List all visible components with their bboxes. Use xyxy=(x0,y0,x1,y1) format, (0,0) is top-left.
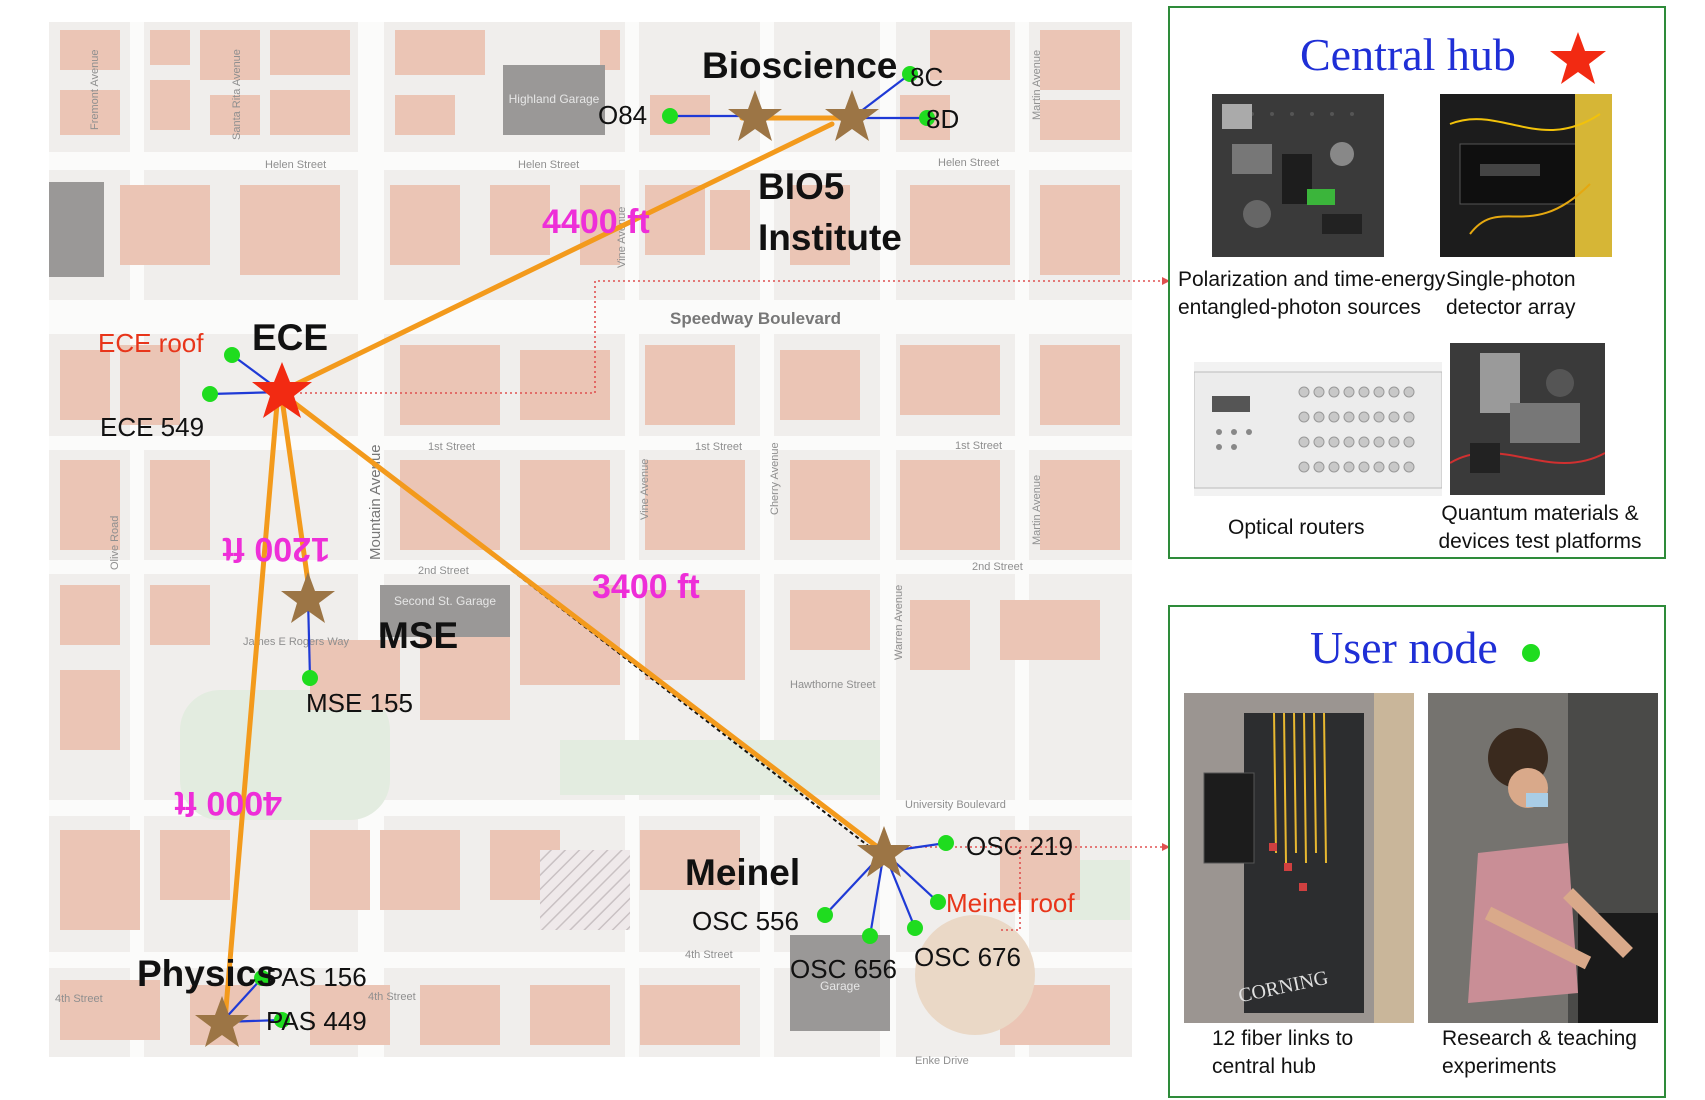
hatched-area xyxy=(540,850,630,930)
street-label: Helen Street xyxy=(938,157,999,169)
buildings xyxy=(60,30,1120,1045)
node-label-pas-156: PAS 156 xyxy=(266,962,367,992)
hub-label-ece: ECE xyxy=(252,317,328,358)
user-node-dot-icon xyxy=(1522,644,1540,662)
central-hub-panel: Central hub Polarization and time-energy… xyxy=(1168,6,1666,559)
street-label: Santa Rita Avenue xyxy=(231,49,243,140)
distance-label-3400: 3400 ft xyxy=(592,568,700,606)
bioscience-star-icon xyxy=(728,90,782,141)
caption-test-platform: Quantum materials & devices test platfor… xyxy=(1438,502,1642,553)
caption-fiber-links: 12 fiber links to central hub xyxy=(1212,1027,1354,1078)
node-label-mse-155: MSE 155 xyxy=(306,688,413,718)
node-label-osc-556: OSC 556 xyxy=(692,906,799,936)
hub-star-icon xyxy=(1550,32,1606,84)
physics-star-icon xyxy=(195,996,249,1047)
garage-label: Highland Garage xyxy=(509,92,600,106)
caption-detector-array: Single-photon detector array xyxy=(1446,268,1576,319)
node-label-o84: O84 xyxy=(598,100,647,130)
hub-label-meinel: Meinel xyxy=(685,852,800,893)
node-label-ece-roof: ECE roof xyxy=(98,328,204,358)
site-stars xyxy=(195,90,911,1047)
node-label-ece-549: ECE 549 xyxy=(100,412,204,442)
photo-fiber-cabinet: CORNING xyxy=(1184,693,1414,1023)
street-label: James E Rogers Way xyxy=(243,636,349,648)
leader-arrow xyxy=(1162,277,1170,285)
photo-entangled-sources xyxy=(1212,94,1384,257)
mse-star-icon xyxy=(281,572,335,623)
distance-label-4400: 4400 ft xyxy=(542,203,650,241)
hub-label-bioscience: Bioscience xyxy=(702,45,897,86)
distance-label-4000: 4000 ft xyxy=(174,784,282,822)
direct-link xyxy=(284,394,881,856)
node-label-osc-676: OSC 676 xyxy=(914,942,1021,972)
street-label: Helen Street xyxy=(265,159,326,171)
user-node-title: User node xyxy=(1310,622,1498,673)
street-label: 2nd Street xyxy=(418,565,469,577)
street-label: Warren Avenue xyxy=(893,585,905,660)
node-label-8d: 8D xyxy=(926,104,959,134)
caption-optical-routers: Optical routers xyxy=(1228,516,1365,539)
street-label: 4th Street xyxy=(55,993,103,1005)
street-label: Cherry Avenue xyxy=(769,442,781,515)
street-label: Mountain Avenue xyxy=(367,444,384,560)
street-label: University Boulevard xyxy=(905,799,1006,811)
street-label: Hawthorne Street xyxy=(790,679,876,691)
street-label: Martin Avenue xyxy=(1031,50,1043,120)
garage-label: Garage xyxy=(820,979,860,993)
street-label: 1st Street xyxy=(955,440,1002,452)
user-node-panel: User node CORNING 12 xyxy=(1168,605,1666,1098)
photo-test-platform xyxy=(1450,343,1605,495)
node-label-pas-449: PAS 449 xyxy=(266,1006,367,1036)
photo-optical-routers xyxy=(1194,362,1442,496)
node-label-osc-656: OSC 656 xyxy=(790,954,897,984)
bio5-star-icon xyxy=(825,90,879,141)
node-label-meinel-roof: Meinel roof xyxy=(946,888,1075,918)
panel-leaders xyxy=(285,280,1162,931)
hub-label-bio5: BIO5 Institute xyxy=(758,166,902,258)
central-hub-star-icon xyxy=(252,362,312,418)
street-label: 4th Street xyxy=(685,949,733,961)
street-label: Helen Street xyxy=(518,159,579,171)
photo-researcher xyxy=(1428,693,1658,1023)
stadium xyxy=(915,915,1035,1035)
central-hub-title: Central hub xyxy=(1300,29,1516,80)
street-label: Martin Avenue xyxy=(1031,475,1043,545)
hub-label-bio5-line1: BIO5 xyxy=(758,166,844,207)
node-label-osc-219: OSC 219 xyxy=(966,831,1073,861)
leader-arrow xyxy=(1162,843,1170,851)
photo-detector-array xyxy=(1440,94,1612,257)
street-label: 1st Street xyxy=(428,441,475,453)
garage-label: Second St. Garage xyxy=(394,594,496,608)
hub-label-physics: Physics xyxy=(137,953,277,994)
street-label: Fremont Avenue xyxy=(89,49,101,130)
street-label: 1st Street xyxy=(695,441,742,453)
street-label: Enke Drive xyxy=(915,1055,969,1067)
caption-research: Research & teaching experiments xyxy=(1442,1027,1637,1078)
street-label: 2nd Street xyxy=(972,561,1023,573)
distance-label-1200: 1200 ft xyxy=(222,530,330,568)
caption-entangled-sources: Polarization and time-energy entangled-p… xyxy=(1178,268,1446,319)
street-label: Olive Road xyxy=(109,516,121,570)
garages xyxy=(49,65,890,1031)
street-label: 4th Street xyxy=(368,991,416,1003)
user-nodes xyxy=(202,66,954,1028)
street-label: Vine Avenue xyxy=(639,459,651,520)
meinel-star-icon xyxy=(857,826,911,877)
hub-label-bio5-line2: Institute xyxy=(758,217,902,258)
node-label-8c: 8C xyxy=(910,62,943,92)
fiber-routes xyxy=(222,115,887,1023)
hub-label-mse: MSE xyxy=(378,615,458,656)
street-label: Speedway Boulevard xyxy=(670,309,841,328)
